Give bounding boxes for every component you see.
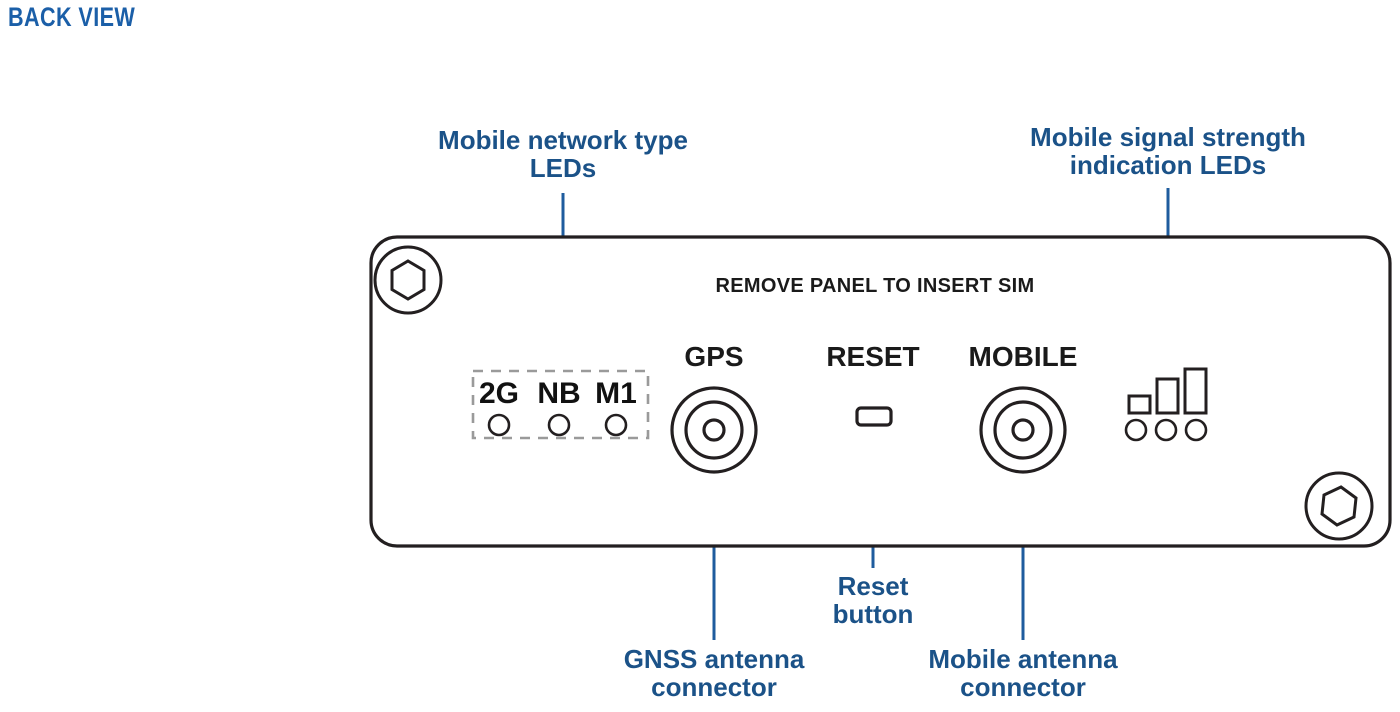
led-label-2g: 2G [478,377,520,410]
signal-bar-1 [1127,394,1152,415]
network-leds-dashed-box [471,369,650,440]
network-led-indicators [487,413,628,437]
signal-strength-bars [1127,367,1208,415]
led-label-nb: NB [537,377,581,410]
led-label-m1: M1 [595,377,637,410]
callout-signal-strength-leds: Mobile signal strength indication LEDs [1030,122,1306,181]
reset-port-label: RESET [826,341,920,372]
led-2g [487,413,511,437]
hex-socket-icon [390,259,426,301]
mobile-antenna-connector[interactable] [979,386,1067,474]
led-m1 [604,413,628,437]
signal-bar-2 [1155,377,1180,415]
mobile-port-label: MOBILE [968,341,1078,372]
gnss-antenna-connector[interactable] [670,386,758,474]
signal-led-1 [1124,418,1148,442]
page-title: BACK VIEW [8,2,136,32]
device-panel-body [369,235,1392,548]
signal-strength-leds [1124,418,1208,442]
screw-bottom-right [1304,471,1374,541]
screw-top-left [373,245,443,315]
hex-socket-icon [1320,485,1358,527]
callout-mobile-antenna-connector: Mobile antenna connector [928,644,1118,703]
signal-led-3 [1184,418,1208,442]
reset-button[interactable] [855,406,893,427]
callout-reset-button: Reset button [832,571,914,630]
callout-gnss-antenna-connector: GNSS antenna connector [623,644,805,703]
gps-port-label: GPS [684,341,744,372]
signal-led-2 [1154,418,1178,442]
signal-bar-3 [1183,367,1208,415]
callout-network-type-leds: Mobile network type LEDs [438,125,688,184]
sim-instruction-text: REMOVE PANEL TO INSERT SIM [715,275,1035,297]
led-nb [547,413,571,437]
